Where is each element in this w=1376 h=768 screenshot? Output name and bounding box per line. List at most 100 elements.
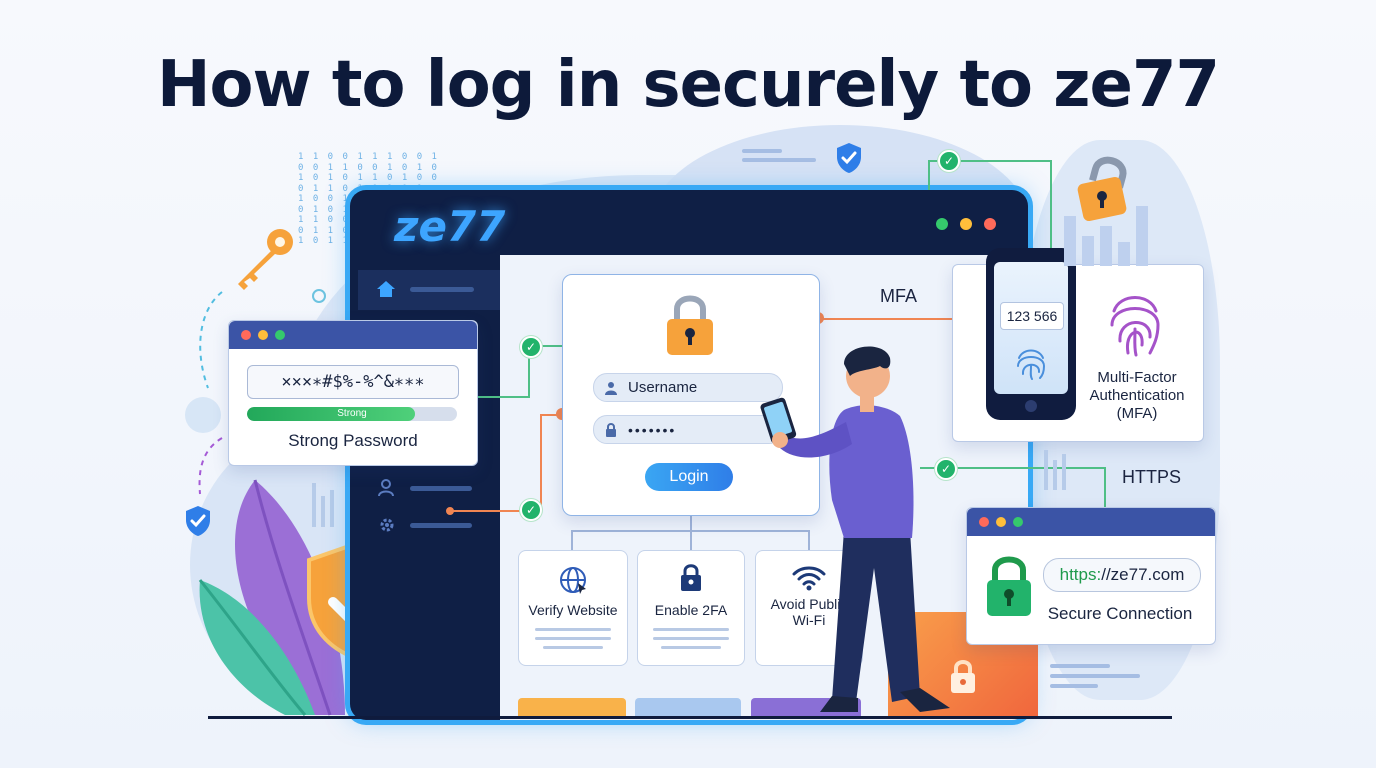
binary-row: 1 1 0 0 1 1 1 0 0 1: [298, 152, 439, 162]
password-strength-meter: Strong: [247, 407, 457, 421]
decor-bar: [1100, 226, 1112, 266]
tip-placeholder-line: [661, 646, 721, 649]
decor-line: [1050, 664, 1110, 668]
sidebar-placeholder: [410, 287, 474, 292]
connector-line: [690, 514, 692, 550]
binary-row: 1 0 1 1: [298, 236, 350, 246]
sidebar-placeholder: [410, 523, 472, 528]
binary-row: 0 1 1 0 1: [298, 225, 365, 236]
window-dot-green: [275, 330, 285, 340]
decor-line: [1050, 684, 1098, 688]
decor-bar: [312, 483, 316, 527]
tip-label: Avoid Public Wi-Fi: [770, 596, 848, 628]
decor-line: [742, 158, 816, 162]
login-card: Username ••••••• Login: [562, 274, 820, 516]
decor-bar: [1044, 450, 1048, 490]
username-field[interactable]: Username: [593, 373, 783, 402]
home-icon: [377, 281, 395, 297]
binary-row: 1 0 1 0 1 1 0 1 0 0: [298, 173, 439, 183]
dashed-path: [199, 291, 223, 389]
tip-card-enable-2fa: Enable 2FA: [637, 550, 745, 666]
url-scheme: https:: [1059, 565, 1102, 584]
url-text: https://ze77.com: [1060, 565, 1185, 584]
mfa-label: MFA: [880, 286, 918, 306]
decor-bar: [1118, 242, 1130, 266]
user-icon: [605, 381, 617, 395]
connector-line: [540, 414, 542, 510]
decor-bar: [330, 490, 334, 527]
gear-icon: [380, 518, 394, 532]
check-badge: ✓: [520, 336, 542, 358]
mfa-caption: Multi-Factor Authentication (MFA): [1089, 369, 1185, 422]
sidebar-item-settings[interactable]: [358, 512, 500, 540]
decor-bar: [1064, 216, 1076, 266]
binary-row: 0 1 0 1 1 0 1: [298, 204, 395, 215]
sidebar-item-home[interactable]: [358, 270, 500, 310]
strength-fill: [247, 407, 415, 421]
binary-row: 1 1 0 0 1 0: [298, 215, 380, 225]
fingerprint-icon: [1110, 296, 1160, 357]
window-dot-yellow: [258, 330, 268, 340]
decor-line: [1050, 674, 1140, 678]
tip-label: Enable 2FA: [654, 602, 728, 618]
tip-placeholder-line: [543, 646, 603, 649]
leaf-illustration: [198, 479, 345, 716]
check-badge: ✓: [938, 150, 960, 172]
shield-check-icon: [837, 143, 861, 173]
decor-circle: [185, 397, 221, 433]
sidebar-item-profile[interactable]: [358, 475, 500, 503]
user-icon: [378, 479, 394, 497]
connector-line: [820, 318, 952, 320]
page-title: How to log in securely to ze77: [156, 48, 1220, 122]
password-input[interactable]: ×××∗#$%‐%^&∗∗∗: [247, 365, 459, 399]
connector-line: [530, 345, 562, 347]
key-icon: [238, 229, 293, 290]
brand-logo: ze77: [394, 202, 506, 251]
lock-icon: [681, 564, 701, 591]
lock-icon: [606, 422, 616, 437]
binary-row: 0 1 1 0 1 0 1 0 1: [298, 183, 425, 194]
fingerprint-icon: [1017, 349, 1046, 380]
connector-line: [920, 467, 1106, 469]
url-bar[interactable]: https://ze77.com: [1043, 558, 1201, 592]
check-badge: ✓: [935, 458, 957, 480]
url-host: //ze77.com: [1101, 565, 1185, 584]
ground-line: [208, 716, 1172, 719]
password-field[interactable]: •••••••: [593, 415, 783, 444]
card-titlebar: [967, 508, 1215, 536]
decor-bar: [1082, 236, 1094, 266]
padlock-icon: [1077, 156, 1127, 222]
person-illustration: [760, 346, 950, 712]
password-mask: •••••••: [628, 421, 677, 438]
connector-line: [571, 530, 573, 550]
connector-line: [808, 530, 810, 550]
window-dot-red: [241, 330, 251, 340]
dashed-path: [198, 437, 223, 495]
login-button[interactable]: Login: [645, 463, 733, 491]
decor-bar: [518, 698, 626, 718]
connector-line: [448, 510, 528, 512]
sidebar-placeholder: [410, 486, 472, 491]
phone-device: 123 566: [986, 248, 1076, 420]
tip-placeholder-line: [535, 628, 611, 631]
decor-line: [742, 149, 782, 153]
decor-bar: [1136, 206, 1148, 266]
tip-placeholder-line: [653, 637, 729, 640]
connector-dot: [446, 507, 454, 515]
password-caption: Strong Password: [288, 431, 418, 450]
decor-bar: [635, 698, 741, 718]
strength-label: Strong: [337, 408, 367, 419]
wifi-icon: [792, 566, 826, 591]
card-titlebar: [229, 321, 477, 349]
decor-bar: [1053, 460, 1057, 490]
connector-line: [1104, 467, 1106, 507]
globe-icon: [560, 567, 586, 594]
window-dot-yellow: [960, 218, 972, 230]
lock-icon: [667, 295, 713, 355]
password-card: ×××∗#$%‐%^&∗∗∗ Strong Strong Password: [228, 320, 478, 466]
lock-icon: [951, 660, 975, 693]
decor-bar: [321, 496, 325, 527]
shield-check-icon: [186, 506, 210, 536]
phone-home-button[interactable]: [1025, 400, 1037, 412]
connector-line: [540, 414, 562, 416]
